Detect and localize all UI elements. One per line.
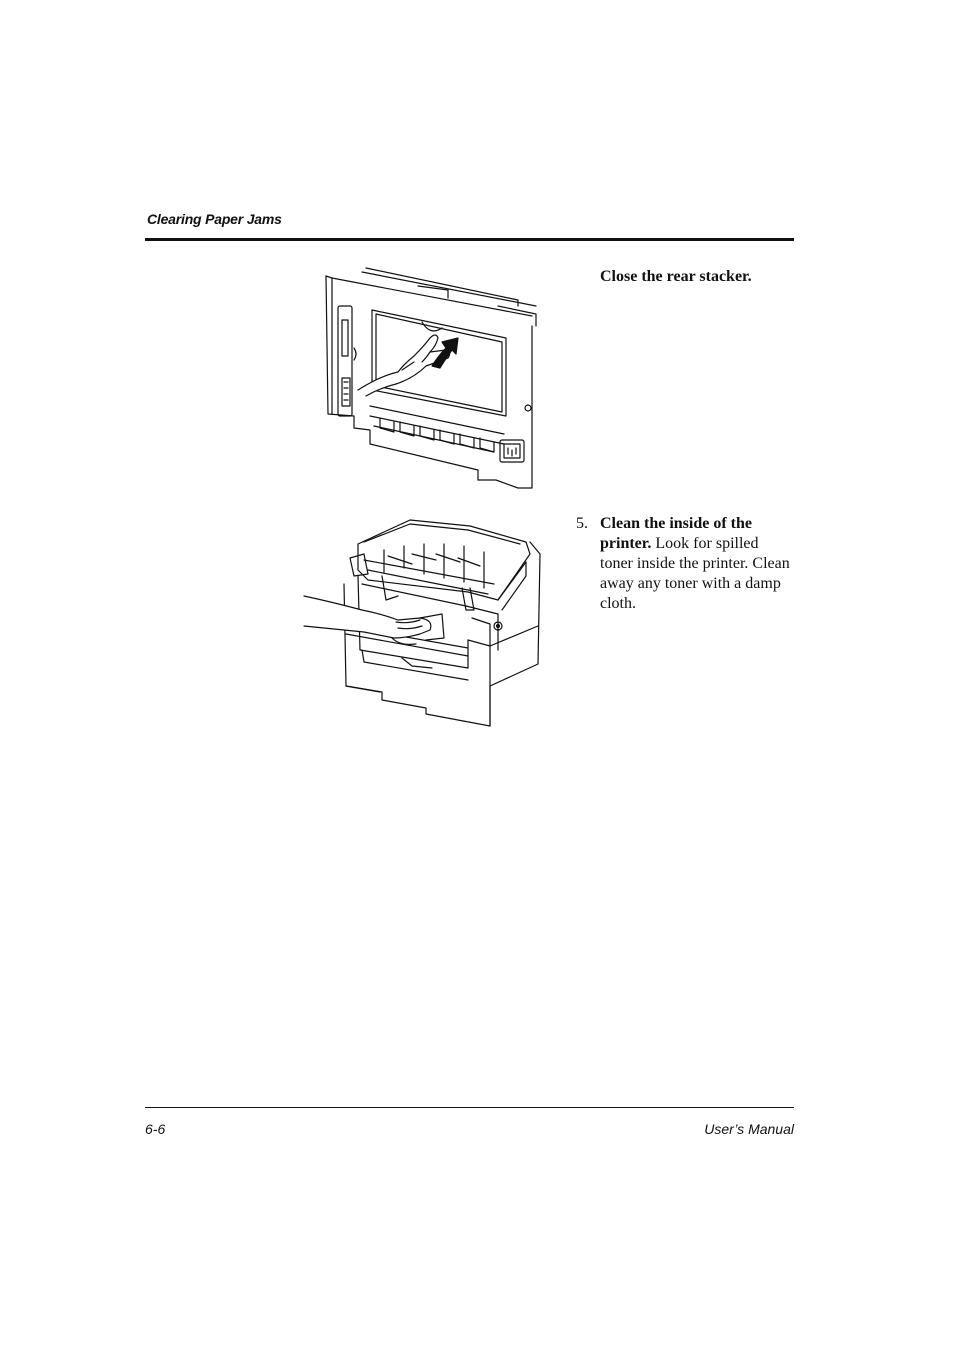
clean-printer-illustration: [302, 514, 546, 730]
figure-caption: Close the rear stacker.: [600, 268, 752, 285]
rear-stacker-illustration: [318, 266, 540, 494]
step-instructions: Clean the inside of the printer. Look fo…: [600, 514, 791, 614]
step-number: 5.: [576, 515, 588, 532]
running-header: Clearing Paper Jams: [147, 211, 282, 227]
footer-rule: [145, 1107, 794, 1108]
page-number: 6-6: [145, 1121, 166, 1137]
manual-title: User’s Manual: [704, 1121, 794, 1137]
step-text: Look for spilled toner inside the printe…: [600, 535, 790, 612]
step-heading: Clean the inside of the printer.: [600, 515, 752, 552]
header-rule: [145, 238, 794, 241]
